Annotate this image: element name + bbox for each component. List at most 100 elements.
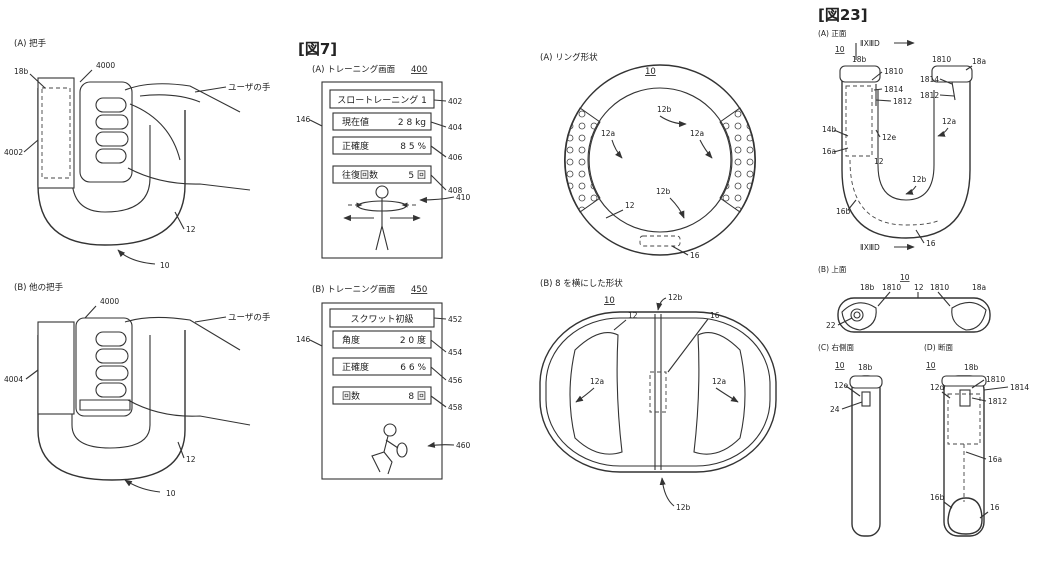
section-mark-bottom: ⅡⅩⅢD [860, 243, 880, 252]
ref-1810a: 1810 [882, 283, 901, 292]
ref-12: 12 [874, 157, 884, 166]
row-label: 往復回数 [342, 169, 378, 181]
ref-12a-right: 12a [712, 377, 726, 386]
row-label: 正確度 [342, 361, 369, 373]
figure-eight-shape-figure: (B) 8 を横にした形状 10 12b 12 16 12a 12a 12b [539, 278, 777, 512]
ref-12: 12 [186, 455, 196, 464]
ref-12: 12 [186, 225, 196, 234]
ref-4004: 4004 [4, 375, 23, 384]
ref-figure: 460 [456, 441, 471, 450]
ref-12b-bottom: 12b [676, 503, 691, 512]
row-value: 8 5 % [400, 142, 426, 152]
ref-18a: 18a [972, 57, 986, 66]
training-screen-450: (B) トレーニング画面 450 スクワット初級 角度 2 0 度 正確度 6 … [296, 284, 471, 480]
panel-label: (D) 断面 [924, 342, 954, 352]
front-view-figure: [図23] (A) 正面 10 ⅡⅩⅢD 18b 1810 1814 1812 … [818, 6, 986, 252]
ref-14b: 14b [822, 125, 837, 134]
exercise-figure-icon [343, 185, 421, 251]
panel-label: (A) 把手 [14, 38, 47, 49]
panel-label: (B) 上面 [818, 265, 847, 274]
screen-title: スクワット初級 [350, 313, 413, 325]
ref-row: 408 [448, 186, 463, 195]
ref-figure: 410 [456, 193, 471, 202]
user-hand-label: ユーザの手 [228, 312, 271, 323]
ref-10: 10 [900, 273, 910, 282]
ref-12a-left: 12a [590, 377, 604, 386]
ref-16: 16 [690, 251, 700, 260]
ref-row: 454 [448, 348, 463, 357]
hand-grip-figure-b: (B) 他の把手 4000 4004 ユーザの手 12 10 [4, 282, 271, 498]
ref-12b-top: 12b [657, 105, 672, 114]
figure-title-23: [図23] [818, 6, 868, 24]
ref-row: 404 [448, 123, 463, 132]
ref-18a: 18a [972, 283, 986, 292]
ref-4000: 4000 [100, 297, 119, 306]
ref-12: 12 [625, 201, 635, 210]
ref-row: 456 [448, 376, 463, 385]
section-view-figure: (D) 断面 10 18b 12d 1810 1814 1812 16a 16b… [924, 342, 1029, 537]
ref-16a: 16a [988, 455, 1002, 464]
ref-12: 12 [914, 283, 924, 292]
ref-1814a: 1814 [884, 85, 903, 94]
ref-4002: 4002 [4, 148, 23, 157]
ref-18b: 18b [964, 363, 979, 372]
ref-16: 16 [710, 311, 720, 320]
ref-title: 402 [448, 97, 463, 106]
screen-number: 450 [411, 285, 427, 295]
ref-12a-right: 12a [690, 129, 704, 138]
ref-12e: 12e [834, 381, 849, 390]
ref-12b: 12b [912, 175, 927, 184]
ref-18b: 18b [852, 55, 867, 64]
ref-12a-left: 12a [601, 129, 615, 138]
screen-title: スロートレーニング 1 [337, 94, 427, 106]
panel-label: (B) 8 を横にした形状 [540, 278, 623, 289]
ring-shape-figure: (A) リング形状 10 12a 12b 12a 12b 12 16 [540, 52, 756, 260]
ref-12b-mid: 12b [656, 187, 671, 196]
ref-1810: 1810 [986, 375, 1005, 384]
ref-1810a: 1810 [884, 67, 903, 76]
ref-12: 12 [628, 311, 638, 320]
ref-10: 10 [926, 361, 936, 370]
row-value: 6 6 % [400, 363, 426, 373]
training-screen-400: [図7] (A) トレーニング画面 400 スロートレーニング 1 現在値 2 … [296, 40, 471, 259]
hand-grip-figure-a: (A) 把手 18b 4000 4002 ユーザの手 12 10 [4, 38, 271, 270]
row-value: 5 回 [408, 170, 426, 181]
row-value: 8 回 [408, 391, 426, 402]
row-value: 2 8 kg [398, 118, 426, 128]
ref-1810b: 1810 [932, 55, 951, 64]
ref-18b: 18b [14, 67, 29, 76]
ref-22: 22 [826, 321, 836, 330]
ref-row: 406 [448, 153, 463, 162]
ref-4000: 4000 [96, 61, 115, 70]
ref-16: 16 [926, 239, 936, 248]
row-value: 2 0 度 [400, 334, 426, 346]
ref-title: 452 [448, 315, 463, 324]
ref-12e: 12e [882, 133, 897, 142]
ref-10: 10 [166, 489, 176, 498]
ref-1814b: 1814 [920, 75, 939, 84]
ref-10: 10 [604, 296, 615, 306]
screen-label: (B) トレーニング画面 [312, 284, 396, 295]
row-label: 回数 [342, 390, 360, 402]
panel-label: (B) 他の把手 [14, 282, 64, 293]
figure-title-7: [図7] [298, 40, 337, 58]
screen-label: (A) トレーニング画面 [312, 64, 396, 75]
screen-number: 400 [411, 65, 427, 75]
section-mark-top: ⅡⅩⅢD [860, 39, 880, 48]
ref-12a: 12a [942, 117, 956, 126]
ref-18b: 18b [860, 283, 875, 292]
ref-10: 10 [645, 67, 656, 77]
row-label: 角度 [342, 334, 360, 346]
panel-label: (A) 正面 [818, 29, 847, 38]
panel-label: (A) リング形状 [540, 52, 598, 63]
ref-16a: 16a [822, 147, 836, 156]
ref-16b: 16b [930, 493, 945, 502]
ref-12d: 12d [930, 383, 945, 392]
ref-row: 458 [448, 403, 463, 412]
ref-16b: 16b [836, 207, 851, 216]
row-label: 現在値 [342, 116, 369, 128]
squat-figure-icon [371, 423, 408, 475]
row-label: 正確度 [342, 140, 369, 152]
side-view-figure: (C) 右側面 10 18b 12e 24 [818, 342, 883, 537]
